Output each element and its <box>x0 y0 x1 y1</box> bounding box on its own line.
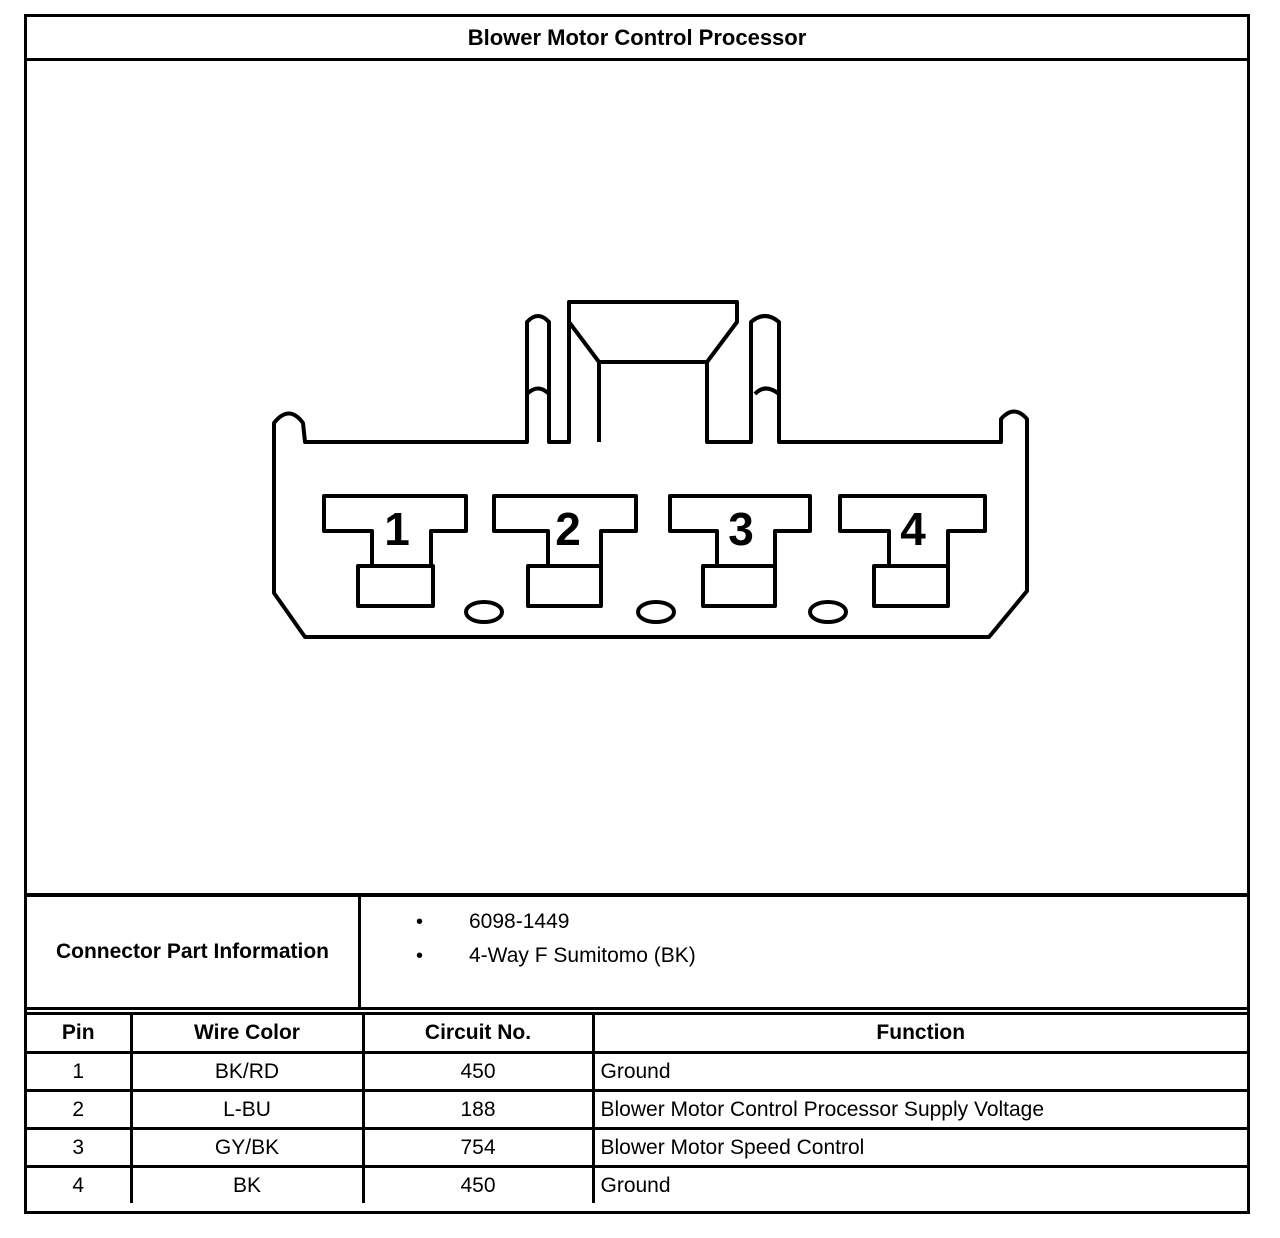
wire-color-cell: L-BU <box>129 1089 365 1130</box>
table-header-row: Pin Wire Color Circuit No. Function <box>27 1012 1247 1054</box>
terminal-cavity-3 <box>668 494 812 608</box>
connector-face-drawing: 1 2 3 4 <box>272 300 1029 639</box>
wire-color-cell: GY/BK <box>129 1127 365 1168</box>
function-cell: Blower Motor Speed Control <box>591 1127 1247 1168</box>
pin-cell: 3 <box>27 1127 133 1168</box>
terminal-label-2: 2 <box>555 503 581 555</box>
connector-part-information: Connector Part Information 6098-1449 4-W… <box>27 893 1247 1010</box>
wire-color-cell: BK/RD <box>129 1051 365 1092</box>
circuit-no-cell: 188 <box>361 1089 595 1130</box>
connector-info-list: 6098-1449 4-Way F Sumitomo (BK) <box>361 905 1247 973</box>
header-function: Function <box>591 1012 1247 1054</box>
table-row: 2 L-BU 188 Blower Motor Control Processo… <box>27 1089 1247 1130</box>
key-hole-2 <box>636 600 676 624</box>
connector-housing <box>272 300 1029 639</box>
key-hole-3 <box>808 600 848 624</box>
lock-tab <box>567 302 707 442</box>
pin-cell: 4 <box>27 1165 133 1203</box>
circuit-no-cell: 754 <box>361 1127 595 1168</box>
terminal-label-4: 4 <box>900 503 926 555</box>
latch-curve-left <box>525 386 551 396</box>
pin-cell: 2 <box>27 1089 133 1130</box>
table-row: 3 GY/BK 754 Blower Motor Speed Control <box>27 1127 1247 1168</box>
function-cell: Ground <box>591 1165 1247 1203</box>
connector-info-label: Connector Part Information <box>27 897 361 1007</box>
circuit-no-cell: 450 <box>361 1165 595 1203</box>
terminal-label-1: 1 <box>384 503 410 555</box>
terminal-cavity-1 <box>322 494 468 608</box>
function-cell: Blower Motor Control Processor Supply Vo… <box>591 1089 1247 1130</box>
circuit-no-cell: 450 <box>361 1051 595 1092</box>
terminal-cavity-2 <box>492 494 638 608</box>
terminal-label-3: 3 <box>728 503 754 555</box>
header-wire-color: Wire Color <box>129 1012 365 1054</box>
header-pin: Pin <box>27 1012 133 1054</box>
page-title: Blower Motor Control Processor <box>27 17 1247 61</box>
latch-curve-right <box>753 386 781 396</box>
function-cell: Ground <box>591 1051 1247 1092</box>
pin-cell: 1 <box>27 1051 133 1092</box>
table-row: 4 BK 450 Ground <box>27 1165 1247 1203</box>
pin-table: Pin Wire Color Circuit No. Function 1 BK… <box>27 1012 1247 1203</box>
key-hole-1 <box>464 600 504 624</box>
connector-sheet: Blower Motor Control Processor <box>24 14 1250 1214</box>
terminal-cavity-4 <box>838 494 987 608</box>
connector-type: 4-Way F Sumitomo (BK) <box>361 939 1247 973</box>
table-row: 1 BK/RD 450 Ground <box>27 1051 1247 1092</box>
part-number: 6098-1449 <box>361 905 1247 939</box>
header-circuit-no: Circuit No. <box>361 1012 595 1054</box>
connector-diagram: 1 2 3 4 <box>27 61 1247 893</box>
wire-color-cell: BK <box>129 1165 365 1203</box>
